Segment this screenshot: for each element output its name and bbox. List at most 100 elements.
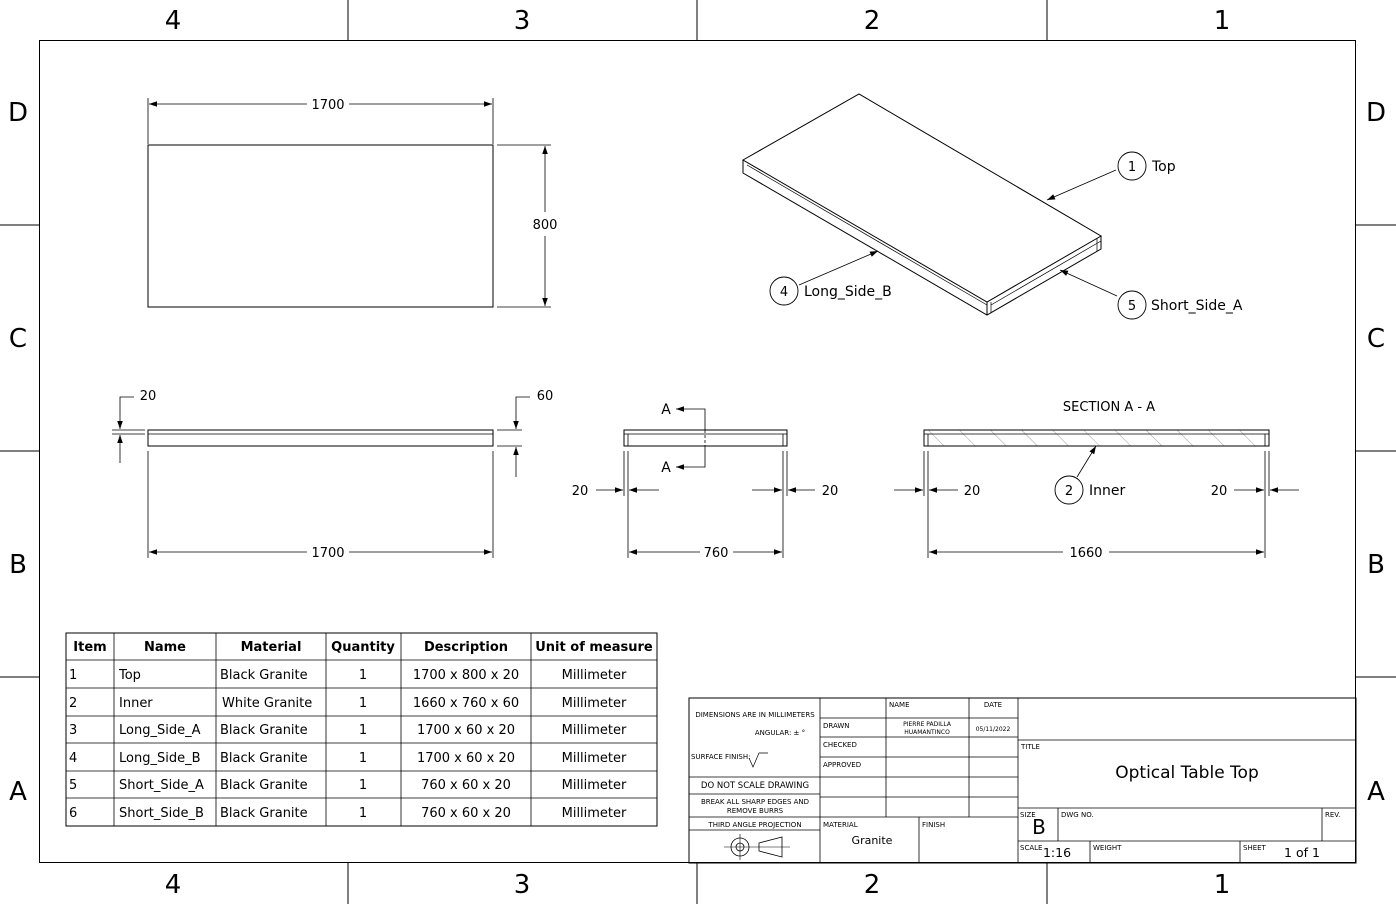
balloon-top: 1 Top xyxy=(1117,151,1176,181)
angular-tolerance: ANGULAR: ± ° xyxy=(755,729,805,737)
bom-cell-unit: Millimeter xyxy=(562,778,627,793)
side-view-width-dim: 760 xyxy=(704,546,729,561)
top-view-height-dim: 800 xyxy=(533,218,558,233)
side-view-outline xyxy=(623,429,788,447)
bom-cell-item: 3 xyxy=(69,723,77,738)
col-label-top-4: 4 xyxy=(165,6,182,36)
bom-cell-quantity: 1 xyxy=(359,696,367,711)
bom-cell-item: 6 xyxy=(69,806,77,821)
size-label: SIZE xyxy=(1020,811,1036,819)
top-view-outline xyxy=(147,144,494,308)
front-view-length-dim: 1700 xyxy=(311,546,344,561)
balloon-top-number: 1 xyxy=(1128,160,1136,175)
col-label-bottom-3: 3 xyxy=(514,870,531,900)
balloon-long-side-b-label: Long_Side_B xyxy=(804,284,892,300)
balloon-short-side-a-number: 5 xyxy=(1128,299,1136,314)
bom-cell-item: 4 xyxy=(69,751,77,766)
row-label-left-a: A xyxy=(9,777,27,807)
balloon-inner-label: Inner xyxy=(1089,483,1125,499)
bom-cell-name: Top xyxy=(118,668,141,683)
weight-label: WEIGHT xyxy=(1093,844,1122,852)
col-label-bottom-1: 1 xyxy=(1214,870,1231,900)
side-view: A A 20 20 760 xyxy=(572,402,839,561)
drawn-by-name-line1: PIERRE PADILLA xyxy=(903,721,952,728)
bom-cell-material: Black Granite xyxy=(220,778,308,793)
section-view-left-wall-dim: 20 xyxy=(964,484,981,499)
front-view-outline xyxy=(147,429,494,447)
bom-cell-quantity: 1 xyxy=(359,751,367,766)
third-angle-projection-icon xyxy=(724,834,790,860)
bom-cell-quantity: 1 xyxy=(359,668,367,683)
break-edges-note-line1: BREAK ALL SHARP EDGES AND xyxy=(701,798,809,806)
section-view: SECTION A - A 20 20 1660 2 Inner xyxy=(894,400,1299,561)
zone-labels: 4 3 2 1 4 3 2 1 D C B A D C B A xyxy=(8,6,1386,900)
section-mark-bottom: A xyxy=(661,460,671,476)
row-label-right-b: B xyxy=(1367,550,1385,580)
front-view: 20 60 1700 xyxy=(112,389,553,561)
material-value: Granite xyxy=(852,834,893,847)
balloon-short-side-a-label: Short_Side_A xyxy=(1151,298,1243,314)
bom-cell-unit: Millimeter xyxy=(562,723,627,738)
bom-cell-description: 760 x 60 x 20 xyxy=(421,806,511,821)
bom-cell-name: Long_Side_A xyxy=(119,723,201,738)
row-label-left-b: B xyxy=(9,550,27,580)
bom-cell-name: Inner xyxy=(119,696,153,711)
bom-row-4: 4 Long_Side_B Black Granite 1 1700 x 60 … xyxy=(69,751,627,766)
date-column-header: DATE xyxy=(984,701,1002,709)
title-label: TITLE xyxy=(1020,743,1040,751)
col-label-top-2: 2 xyxy=(864,6,881,36)
bom-cell-description: 760 x 60 x 20 xyxy=(421,778,511,793)
bom-cell-unit: Millimeter xyxy=(562,751,627,766)
break-edges-note-line2: REMOVE BURRS xyxy=(727,807,784,815)
bom-cell-quantity: 1 xyxy=(359,723,367,738)
drawn-label: DRAWN xyxy=(823,722,850,730)
size-value: B xyxy=(1032,815,1046,839)
bom-cell-material: Black Granite xyxy=(220,751,308,766)
drawn-date: 05/11/2022 xyxy=(976,726,1011,733)
bom-cell-material: Black Granite xyxy=(220,806,308,821)
row-label-left-d: D xyxy=(8,98,28,128)
bom-header-item: Item xyxy=(73,640,106,655)
checked-label: CHECKED xyxy=(823,741,857,749)
isometric-view xyxy=(741,93,1118,316)
bom-header-description: Description xyxy=(424,640,508,655)
bom-cell-description: 1700 x 60 x 20 xyxy=(417,723,515,738)
bom-header-material: Material xyxy=(241,640,302,655)
bom-cell-unit: Millimeter xyxy=(562,806,627,821)
section-view-hatch xyxy=(923,429,1270,447)
front-view-top-thickness-dim: 20 xyxy=(140,389,157,404)
balloon-short-side-a: 5 Short_Side_A xyxy=(1117,290,1243,320)
bom-cell-item: 1 xyxy=(69,668,77,683)
rev-label: REV. xyxy=(1325,811,1340,819)
side-view-left-wall-dim: 20 xyxy=(572,484,589,499)
dims-note: DIMENSIONS ARE IN MILLIMETERS xyxy=(695,711,815,719)
projection-label: THIRD ANGLE PROJECTION xyxy=(707,821,801,829)
col-label-top-3: 3 xyxy=(514,6,531,36)
surface-finish-label: SURFACE FINISH: xyxy=(691,753,750,761)
do-not-scale-note: DO NOT SCALE DRAWING xyxy=(701,781,809,791)
col-label-bottom-2: 2 xyxy=(864,870,881,900)
balloon-inner: 2 Inner xyxy=(1054,475,1125,505)
bom-row-3: 3 Long_Side_A Black Granite 1 1700 x 60 … xyxy=(69,723,627,738)
bom-cell-description: 1700 x 60 x 20 xyxy=(417,751,515,766)
col-label-top-1: 1 xyxy=(1214,6,1231,36)
approved-label: APPROVED xyxy=(823,761,861,769)
section-view-title: SECTION A - A xyxy=(1063,400,1155,415)
col-label-bottom-4: 4 xyxy=(165,870,182,900)
bom-cell-unit: Millimeter xyxy=(562,696,627,711)
bom-cell-description: 1660 x 760 x 60 xyxy=(413,696,519,711)
row-label-left-c: C xyxy=(9,324,27,354)
title-block: DIMENSIONS ARE IN MILLIMETERS ANGULAR: ±… xyxy=(688,697,1357,864)
bom-row-2: 2 Inner White Granite 1 1660 x 760 x 60 … xyxy=(69,696,627,711)
bom-header-quantity: Quantity xyxy=(331,640,395,655)
bom-cell-material: White Granite xyxy=(222,696,312,711)
finish-label: FINISH xyxy=(922,821,945,829)
balloon-inner-number: 2 xyxy=(1065,484,1073,499)
row-label-right-d: D xyxy=(1366,98,1386,128)
section-view-inner-length-dim: 1660 xyxy=(1069,546,1102,561)
bom-cell-quantity: 1 xyxy=(359,806,367,821)
row-label-right-a: A xyxy=(1367,777,1385,807)
bom-header-unit: Unit of measure xyxy=(535,640,653,655)
bom-cell-material: Black Granite xyxy=(220,723,308,738)
